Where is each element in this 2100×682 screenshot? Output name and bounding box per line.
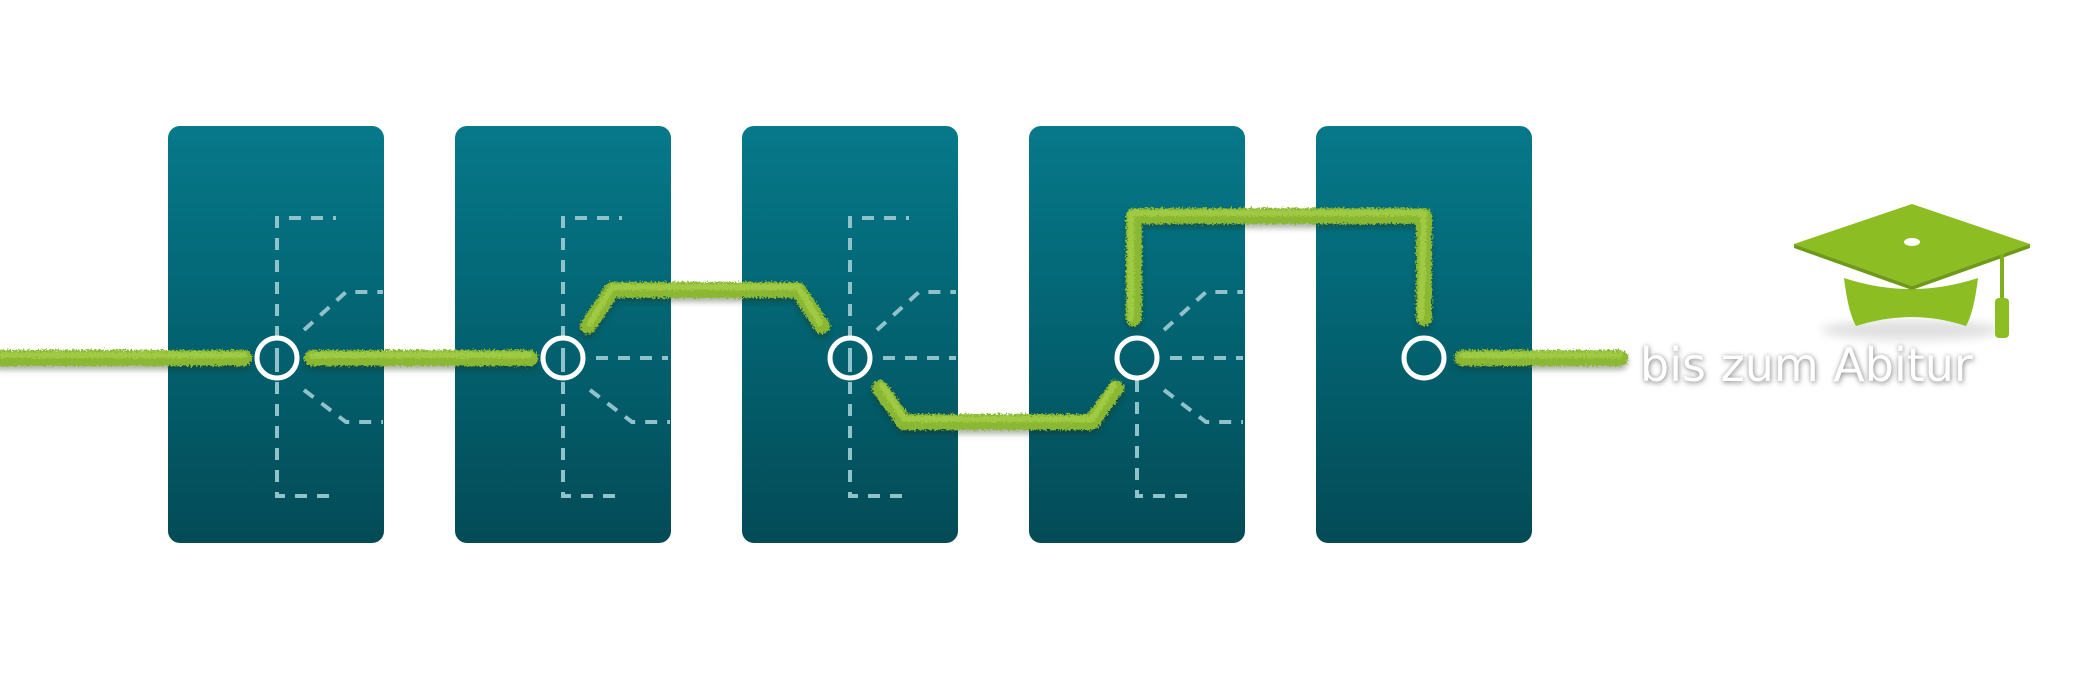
graduation-cap-icon [1794, 204, 2030, 340]
stage-node-2 [540, 335, 586, 381]
panel-header-text: n Jahrgang 10 [1322, 104, 1511, 132]
branch-lines-panel-3 [848, 216, 956, 498]
stage-node-5 [1401, 335, 1447, 381]
branch-lines-panel-2 [561, 216, 670, 498]
stage-node-1 [254, 335, 300, 381]
learning-path [0, 208, 1628, 434]
stage-panel-5 [1316, 126, 1532, 543]
branch-lines-panel-4 [1135, 290, 1243, 498]
stage-node-3 [827, 335, 873, 381]
goal-label: bis zum Abitur [1640, 338, 1973, 392]
path-segment-4-5-bridge [1126, 208, 1432, 326]
path-segment-2-3-upper [580, 282, 830, 334]
branch-lines-panel-1 [275, 216, 383, 498]
stage-node-4 [1114, 335, 1160, 381]
